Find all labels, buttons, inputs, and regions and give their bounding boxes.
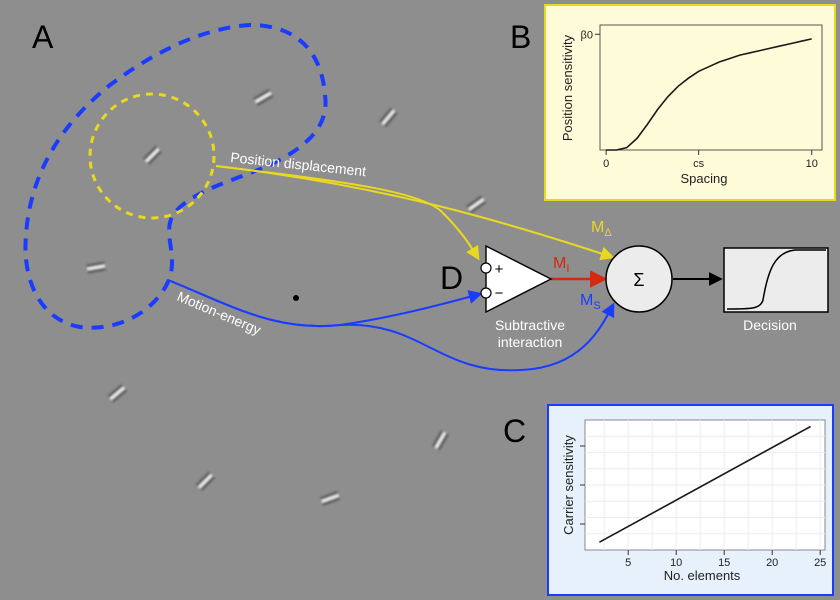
motion-energy-region (23, 22, 328, 330)
x-tick-label: 15 (718, 557, 730, 569)
motion-arrow-to-sum (167, 279, 615, 372)
gabor-element (86, 261, 106, 274)
panel-label-d: D (440, 260, 463, 296)
subtractive-label-line2: interaction (498, 334, 563, 350)
x-tick-label: 5 (625, 557, 631, 569)
inset-c-grid (585, 420, 825, 550)
inset-c-x-axis-label: No. elements (664, 568, 741, 583)
x-tick-label: 10 (806, 158, 818, 170)
panel-label-c: C (503, 413, 526, 449)
gabor-element (320, 491, 341, 506)
position-arrow-to-sub (215, 165, 480, 261)
plus-input (480, 262, 492, 274)
inset-c-y-ticks (580, 445, 585, 525)
inset-c: 5 10 15 20 25 No. elements Carrier sensitivi… (547, 404, 834, 596)
m-delta-label: MΔ (591, 219, 612, 239)
panel-label-b: B (510, 19, 531, 55)
subtractive-interaction-unit: + − (480, 244, 553, 314)
stimulus-elements (86, 89, 487, 506)
gabor-element (195, 471, 215, 491)
m-s-label: MS (580, 292, 601, 312)
amplifier-triangle (485, 244, 553, 314)
inset-b-curve (606, 38, 812, 151)
decision-curve (726, 249, 826, 310)
decision-box (723, 247, 829, 313)
inset-b-plot-area (599, 24, 823, 151)
gabor-element (466, 195, 487, 214)
y-tick-label: β0 (581, 29, 593, 41)
x-tick-label: 20 (766, 557, 778, 569)
minus-sign: − (495, 285, 504, 302)
x-tick-label: cs (693, 158, 705, 170)
gabor-element (142, 145, 162, 165)
gabor-element (107, 384, 128, 403)
decision-label: Decision (743, 317, 797, 333)
inset-b-x-axis-label: Spacing (681, 171, 728, 186)
gabor-element (253, 89, 274, 106)
x-tick-label: 0 (603, 158, 609, 170)
sum-symbol: Σ (633, 270, 644, 290)
position-region (88, 92, 216, 220)
x-tick-label: 10 (670, 557, 682, 569)
inset-b-x-ticks: 0 cs 10 (603, 150, 818, 170)
fixation-dot (293, 295, 299, 301)
plus-sign: + (495, 261, 504, 278)
sum-node (605, 245, 673, 313)
inset-c-y-axis-label: Carrier sensitivity (561, 435, 576, 535)
x-tick-label: 25 (814, 557, 826, 569)
minus-input (480, 287, 492, 299)
inset-c-x-ticks: 5 10 15 20 25 (625, 550, 826, 569)
gabor-element (379, 107, 398, 128)
position-displacement-label: Position displacement (230, 149, 367, 179)
m-i-label: MI (553, 255, 569, 275)
inset-b-frame (544, 4, 836, 201)
position-arrow-to-sum (215, 165, 615, 261)
inset-b-y-axis-label: Position sensitivity (560, 34, 575, 141)
gabor-element (432, 430, 449, 451)
panel-label-a: A (32, 19, 54, 55)
subtractive-label-line1: Subtractive (495, 317, 565, 333)
inset-c-line (599, 425, 811, 543)
inset-b: 0 cs 10 β0 Spacing Position sensitivity (544, 4, 836, 201)
inset-b-y-ticks: β0 (581, 29, 600, 41)
